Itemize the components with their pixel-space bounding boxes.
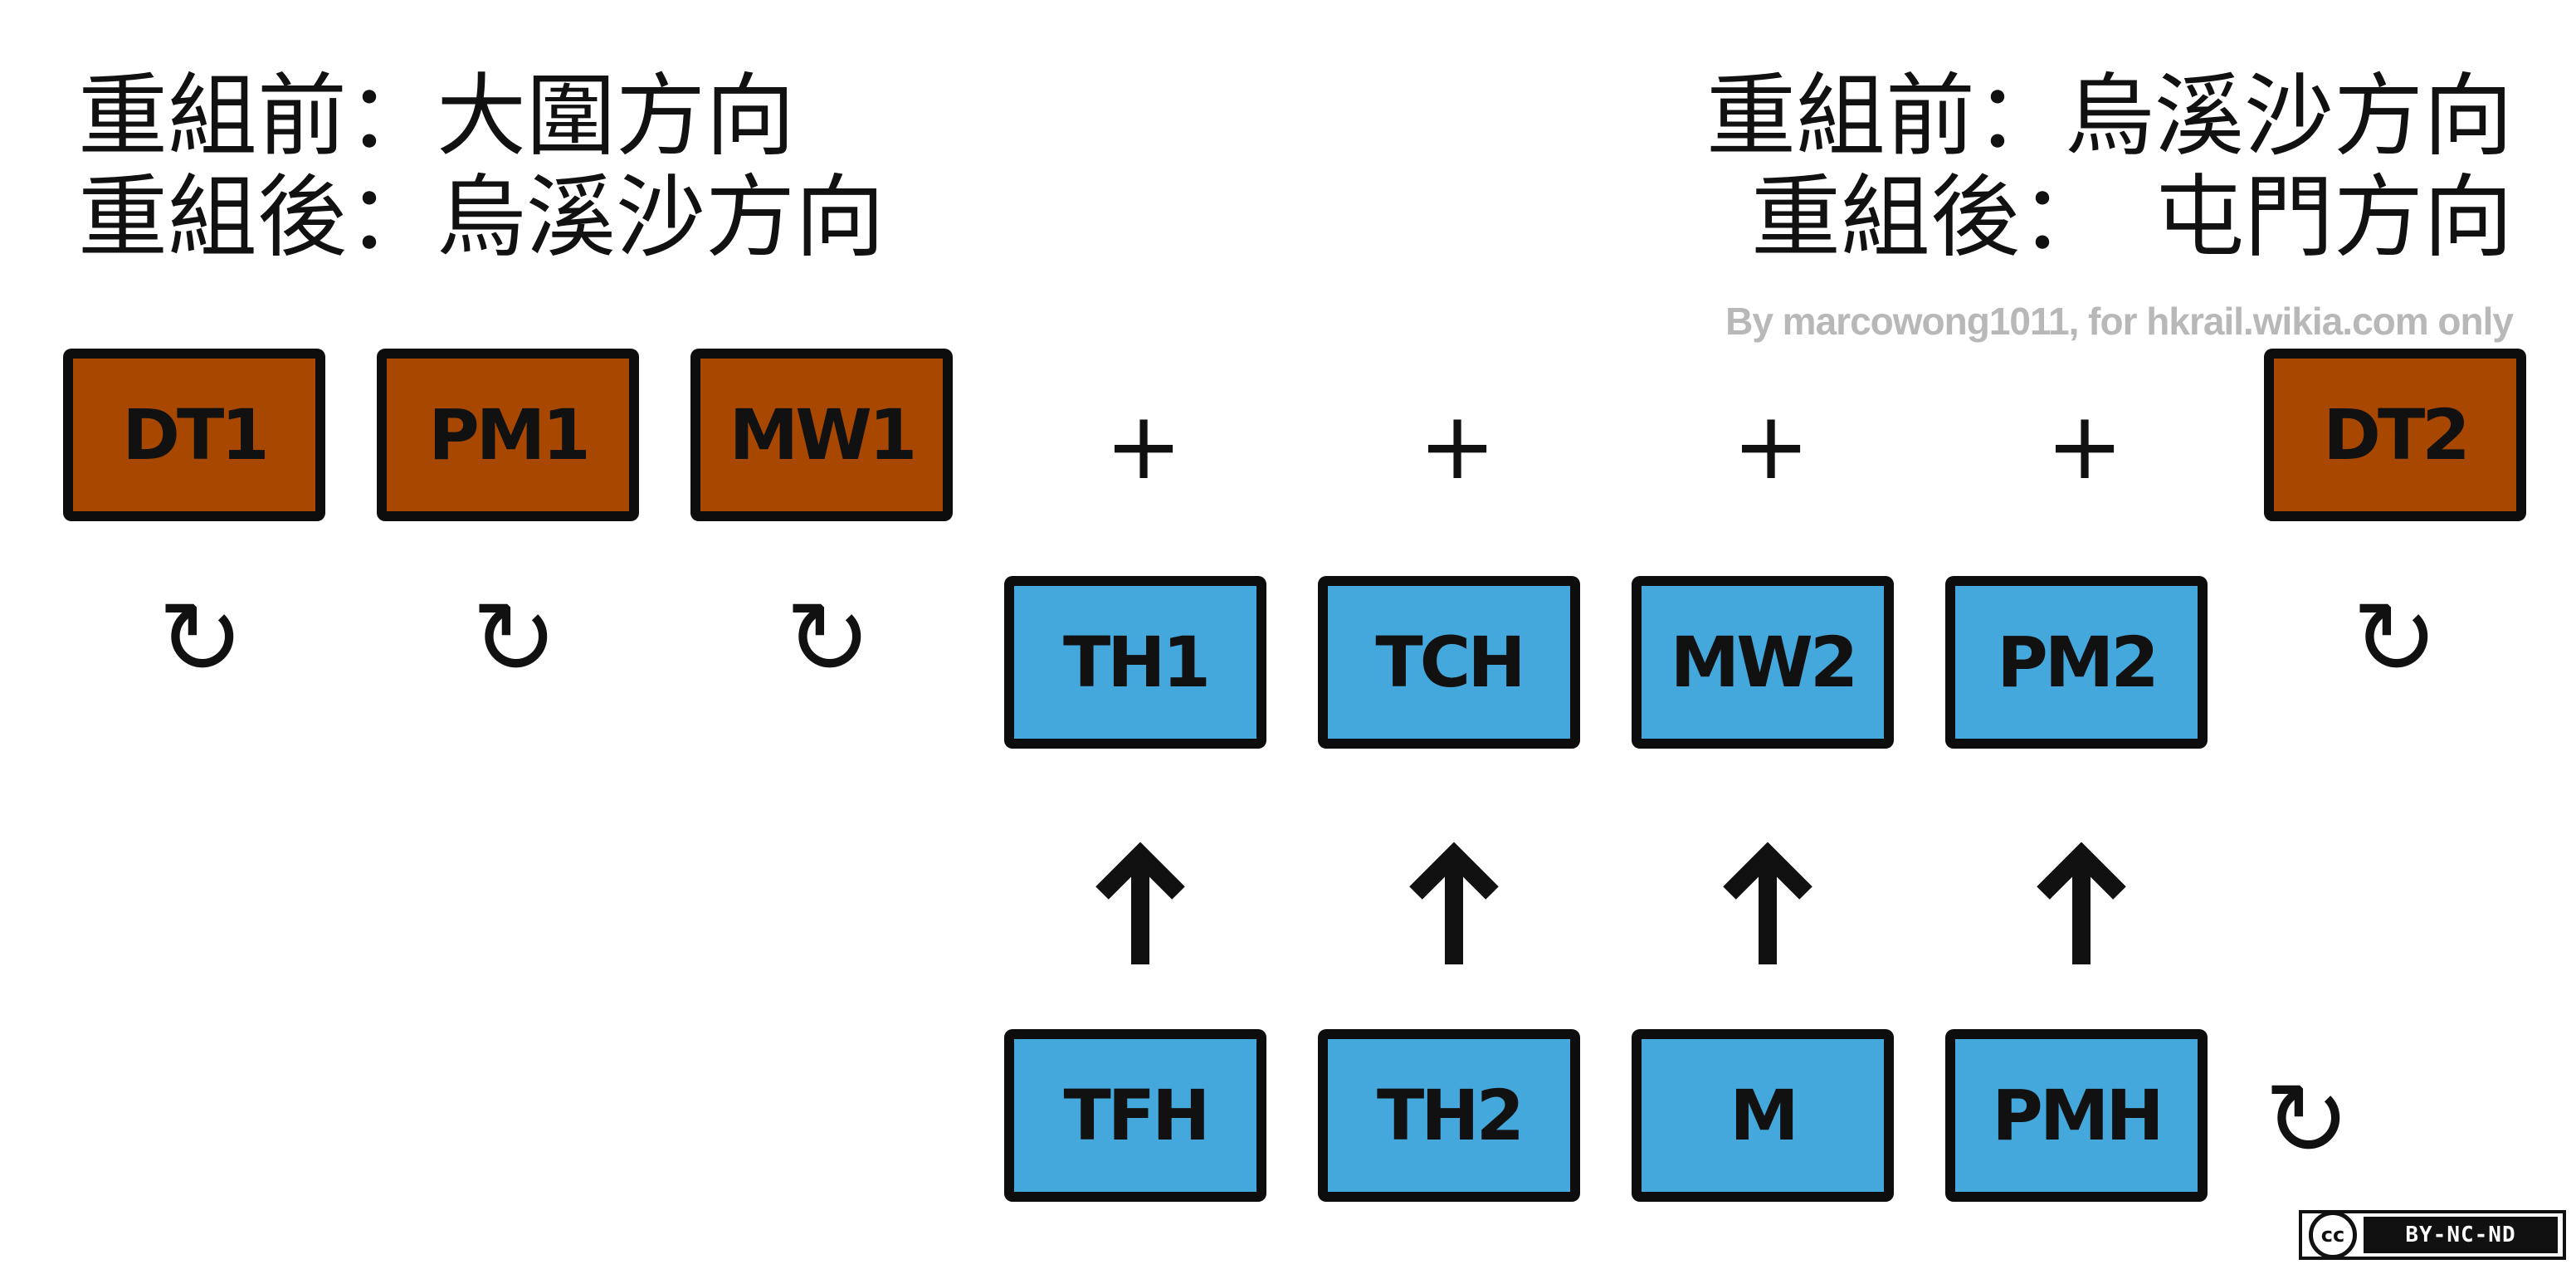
up-arrow-icon xyxy=(1723,842,1812,964)
license-badge: cc BY-NC-ND xyxy=(2299,1210,2566,1260)
rotate-icon: ↻ xyxy=(785,579,871,699)
car-tch: TCH xyxy=(1318,576,1580,749)
car-dt2: DT2 xyxy=(2264,349,2526,521)
header-right-after: 重組後： 屯門方向 xyxy=(1750,166,2513,270)
car-th1: TH1 xyxy=(1004,576,1266,749)
credit-text: By marcowong1011, for hkrail.wikia.com o… xyxy=(1725,300,2514,343)
rotate-icon: ↻ xyxy=(158,579,244,699)
car-pm2: PM2 xyxy=(1945,576,2208,749)
header-left: 重組前：大圍方向 重組後：烏溪沙方向 xyxy=(78,66,885,269)
header-left-before: 重組前：大圍方向 xyxy=(78,65,796,168)
car-th2: TH2 xyxy=(1318,1029,1580,1202)
plus-icon: + xyxy=(1732,393,1810,500)
car-mw2: MW2 xyxy=(1632,576,1894,749)
car-tfh: TFH xyxy=(1004,1029,1266,1202)
plus-icon: + xyxy=(1105,393,1183,500)
header-right: 重組前：烏溪沙方向 重組後： 屯門方向 xyxy=(1706,66,2513,269)
car-pmh: PMH xyxy=(1945,1029,2208,1202)
car-mw1: MW1 xyxy=(690,349,953,521)
cc-icon: cc xyxy=(2309,1211,2357,1259)
rotate-icon: ↻ xyxy=(2264,1061,2350,1180)
car-dt1: DT1 xyxy=(63,349,325,521)
rotate-icon: ↻ xyxy=(2352,579,2438,699)
header-left-after: 重組後：烏溪沙方向 xyxy=(78,166,886,270)
up-arrow-icon xyxy=(2037,842,2126,964)
car-m: M xyxy=(1632,1029,1894,1202)
license-terms: BY-NC-ND xyxy=(2364,1217,2558,1253)
header-right-before: 重組前：烏溪沙方向 xyxy=(1705,65,2513,168)
rotate-icon: ↻ xyxy=(471,579,558,699)
plus-icon: + xyxy=(1418,393,1496,500)
up-arrow-icon xyxy=(1095,842,1185,964)
plus-icon: + xyxy=(2046,393,2124,500)
car-pm1: PM1 xyxy=(377,349,639,521)
up-arrow-icon xyxy=(1409,842,1499,964)
